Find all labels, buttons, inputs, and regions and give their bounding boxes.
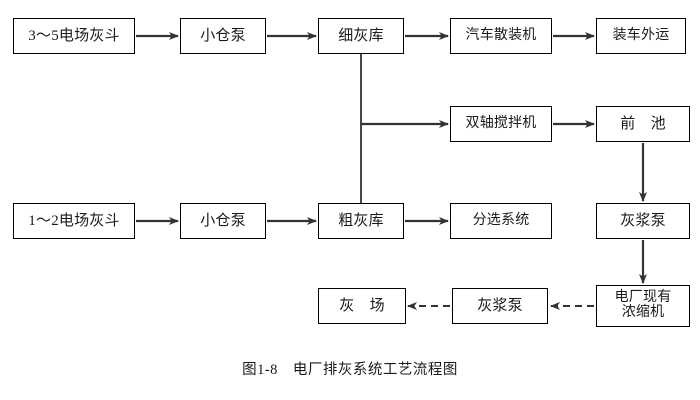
node-small-silo-pump-bottom[interactable]: 小仓泵 [180,203,266,239]
node-twin-shaft-mixer[interactable]: 双轴搅拌机 [450,106,552,142]
node-coarse-ash-silo[interactable]: 粗灰库 [318,203,404,239]
node-truck-bulk-loader[interactable]: 汽车散装机 [450,18,552,54]
node-existing-plant-thickener[interactable]: 电厂现有 浓缩机 [596,285,690,327]
node-truck-transport-out[interactable]: 装车外运 [596,18,686,54]
figure-caption: 图1-8 电厂排灰系统工艺流程图 [242,362,458,378]
node-slurry-pump-lower[interactable]: 灰浆泵 [452,288,548,324]
node-small-silo-pump-top[interactable]: 小仓泵 [180,18,266,54]
node-ash-yard[interactable]: 灰 场 [318,288,406,324]
node-front-pool[interactable]: 前 池 [596,106,690,142]
node-slurry-pump-upper[interactable]: 灰浆泵 [596,203,690,239]
node-esp35-ash-hopper[interactable]: 3～5电场灰斗 [13,18,135,54]
node-esp12-ash-hopper[interactable]: 1～2电场灰斗 [13,203,135,239]
node-sorting-system[interactable]: 分选系统 [450,203,552,239]
node-fine-ash-silo[interactable]: 细灰库 [318,18,404,54]
